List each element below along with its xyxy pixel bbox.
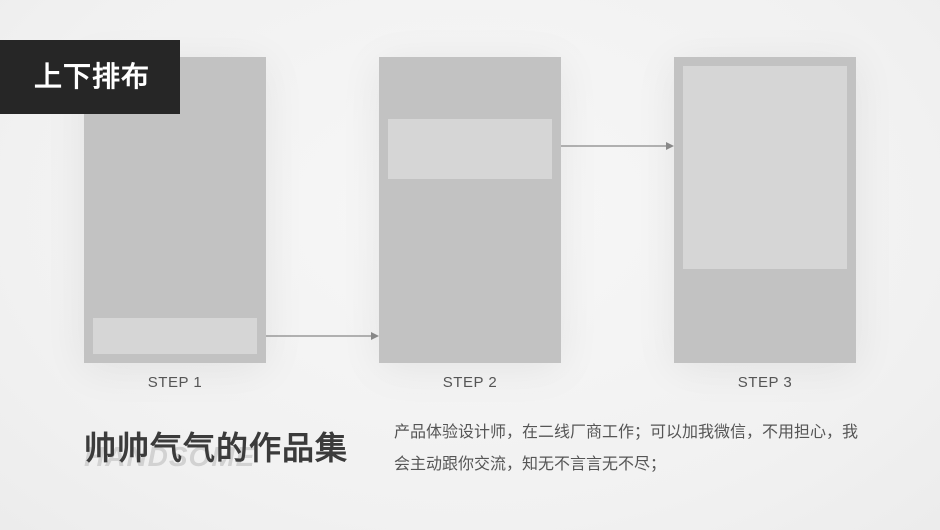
phone-mockup-step-3 — [674, 57, 856, 363]
brand-watermark-text: HANDSOME — [84, 441, 256, 472]
arrow-step-1-to-2 — [266, 332, 379, 340]
page-title-tag: 上下排布 — [0, 40, 180, 114]
step-label-3: STEP 3 — [737, 374, 793, 391]
phone-mockup-step-2 — [379, 57, 561, 363]
step-label-2: STEP 2 — [442, 374, 498, 391]
content-block-large — [683, 66, 847, 269]
arrow-step-2-to-3 — [561, 142, 674, 150]
step-label-1: STEP 1 — [147, 374, 203, 391]
portfolio-title: 帅帅气气的作品集 — [84, 429, 349, 467]
designer-description: 产品体验设计师，在二线厂商工作；可以加我微信，不用担心，我会主动跟你交流，知无不… — [394, 422, 859, 473]
content-block-bottom — [93, 318, 257, 354]
content-block-top — [388, 119, 552, 179]
